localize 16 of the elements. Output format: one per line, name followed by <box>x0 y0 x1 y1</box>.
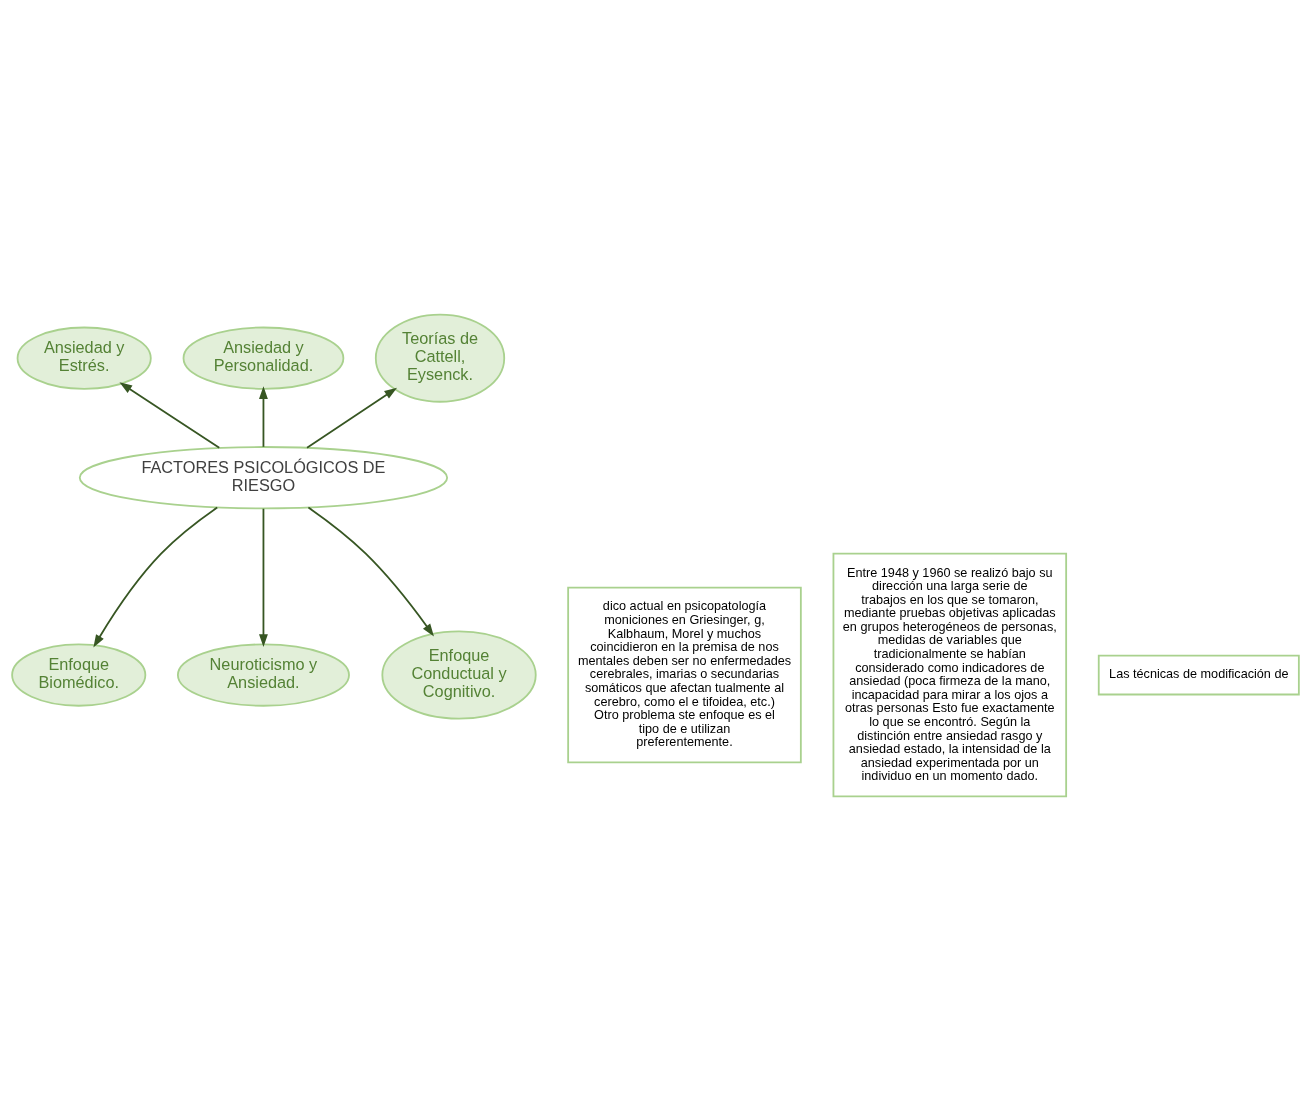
arrow <box>93 506 219 647</box>
arrow <box>307 506 434 636</box>
arrow <box>306 387 398 449</box>
node-ellipse: Ansiedad y Personalidad. <box>182 326 345 390</box>
arrow <box>119 381 221 449</box>
node-ellipse: Enfoque Biomédico. <box>11 642 147 707</box>
node-ellipse: Neuroticismo y Ansiedad. <box>176 642 350 707</box>
node-box: dico actual en psicopatología moniciones en Griesinger, g, Kalbhaum, Morel y muchos coincidieron en la premisa de nos mentales deben ser no enfermedades cerebrales, imarias o secundarias somáticos que afectan tualmente al cerebro, como el e tifoidea, etc.) Otro problema ste enfoque es el tipo de e utilizan preferentemente. <box>567 586 802 763</box>
node-ellipse: Enfoque Conductual y Cognitivo. <box>381 630 537 720</box>
node-box: Las técnicas de modificación de <box>1097 654 1300 695</box>
node-ellipse: FACTORES PSICOLÓGICOS DE RIESGO <box>78 445 449 509</box>
node-box: Entre 1948 y 1960 se realizó bajo su dirección una larga serie de trabajos en los que se tomaron, mediante pruebas objetivas aplicadas en grupos heterogéneos de personas, medidas de variables que tradicionalmente se habían considerado como indicadores de ansiedad (poca firmeza de la mano, incapacidad para mirar a los ojos a otras personas Esto fue exactamente lo que se encontró. Según la distinción entre ansiedad rasgo y ansiedad estado, la intensidad de la ansiedad experimentada por un individuo en un momento dado. <box>832 552 1068 797</box>
arrow <box>259 507 268 647</box>
arrow <box>259 385 268 448</box>
node-ellipse: Teorías de Cattell, Eysenck. <box>374 313 506 403</box>
node-ellipse: Ansiedad y Estrés. <box>16 326 152 390</box>
